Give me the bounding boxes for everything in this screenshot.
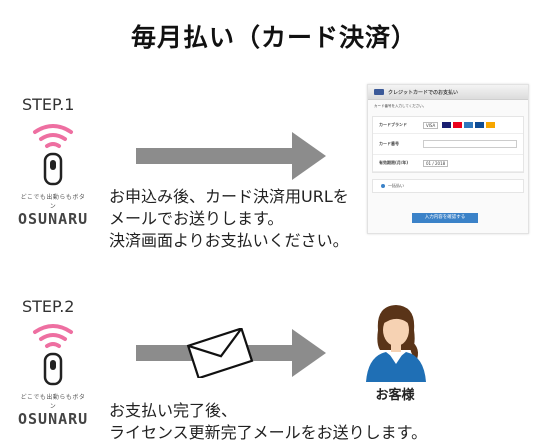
step1-device: どこでも出動らもボタン OSUNARU: [18, 118, 88, 228]
wifi-signal-icon: [33, 324, 73, 386]
form-option-text: 一括払い: [388, 183, 404, 188]
form-header: クレジットカードでのお支払い: [368, 85, 528, 100]
step2-description: お支払い完了後、 ライセンス更新完了メールをお送りします。: [109, 400, 427, 444]
form-subtitle: カード番号を入力してください。: [374, 104, 427, 108]
description-line: ライセンス更新完了メールをお送りします。: [109, 423, 428, 442]
form-row-label: カードブランド: [379, 122, 407, 127]
envelope-icon: [186, 328, 254, 378]
card-brand-logos: [442, 122, 496, 128]
customer-person-icon: [366, 305, 426, 382]
card-icon: [374, 89, 384, 95]
brand-tagline: どこでも出動らもボタン: [20, 194, 86, 210]
step2-label: STEP.2: [22, 297, 75, 316]
form-option: 一括払い: [372, 179, 524, 193]
form-row: カード番号: [373, 134, 523, 155]
form-row: カードブランド VISA: [373, 117, 523, 134]
brand-logo: OSUNARU: [18, 410, 89, 428]
step1-description: お申込み後、カード決済用URLを メールでお送りします。 決済画面よりお支払いく…: [109, 186, 349, 252]
step1-label: STEP.1: [22, 95, 75, 114]
form-row: 有効期限(月/年) 01 / 2018: [373, 155, 523, 172]
form-row-value: VISA: [423, 121, 439, 129]
page-title: 毎月払い（カード決済）: [130, 23, 417, 52]
form-row-label: カード番号: [379, 141, 399, 146]
button-device-icon: [43, 352, 63, 386]
brand-logo: OSUNARU: [18, 210, 89, 228]
description-line: お申込み後、カード決済用URLを: [109, 187, 349, 206]
form-row-field: [423, 140, 517, 148]
brand-tagline: どこでも出動らもボタン: [20, 394, 86, 410]
card-payment-form-image: クレジットカードでのお支払い カード番号を入力してください。 カードブランド V…: [367, 84, 529, 234]
button-device-icon: [43, 152, 63, 186]
customer-label: お客様: [375, 388, 415, 403]
form-row-value: 01 / 2018: [423, 159, 449, 167]
form-body: カードブランド VISA カード番号 有効期限(月/年) 01 / 2018: [372, 116, 524, 173]
wifi-signal-icon: [33, 124, 73, 186]
arrow-right-icon: [136, 132, 326, 180]
form-header-text: クレジットカードでのお支払い: [388, 89, 459, 96]
step2-device: どこでも出動らもボタン OSUNARU: [18, 318, 88, 428]
form-row-label: 有効期限(月/年): [379, 160, 409, 165]
description-line: お支払い完了後、: [109, 401, 238, 420]
description-line: メールでお送りします。: [109, 209, 284, 228]
form-confirm-button: 入力内容を確認する: [412, 213, 478, 223]
description-line: 決済画面よりお支払いください。: [109, 231, 349, 250]
